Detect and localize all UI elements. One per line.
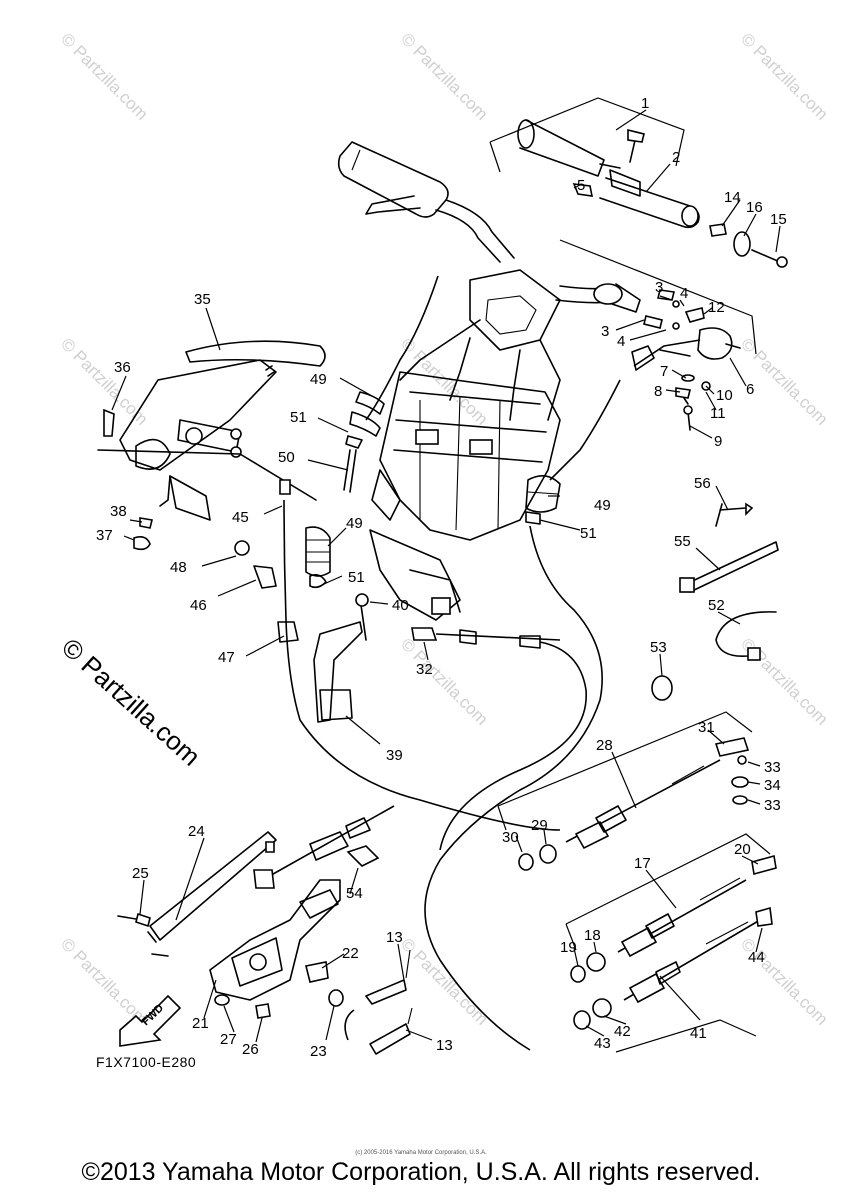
watermark: © Partzilla.com	[397, 934, 491, 1028]
callout-label: 29	[531, 817, 548, 834]
leader-lines	[111, 109, 781, 1043]
steering-housing	[369, 371, 561, 621]
callout-label: 39	[386, 747, 403, 764]
callout-label: 46	[190, 597, 207, 614]
callout-label: 34	[764, 777, 781, 794]
callout-label: 23	[310, 1043, 327, 1060]
callout-label: 3	[601, 323, 609, 340]
side-parts-52-56	[651, 502, 779, 701]
watermark: © Partzilla.com	[397, 634, 491, 728]
grip-parts	[517, 119, 788, 268]
callout-label: 11	[710, 405, 726, 422]
callout-label: 30	[502, 829, 519, 846]
callout-label: 43	[594, 1035, 611, 1052]
callout-label: 13	[436, 1037, 453, 1054]
callout-label: 33	[764, 797, 781, 814]
callout-label: 37	[96, 527, 113, 544]
callout-label: 3	[655, 279, 663, 296]
small-copyright-text: (c) 2005-2016 Yamaha Motor Corporation, …	[355, 1150, 487, 1156]
callout-label: 44	[748, 949, 765, 966]
callout-label: 51	[580, 525, 597, 542]
handlebar-assembly	[337, 141, 641, 421]
callout-label: 15	[770, 211, 787, 228]
callout-label: 28	[596, 737, 613, 754]
callout-label: 1	[641, 95, 649, 112]
callout-label: 52	[708, 597, 725, 614]
callout-label: 54	[346, 885, 363, 902]
callout-label: 55	[674, 533, 691, 550]
callout-label: 45	[232, 509, 249, 526]
figure-code: F1X7100-E280	[96, 1054, 197, 1070]
callout-label: 7	[660, 363, 668, 380]
callout-label: 32	[416, 661, 433, 678]
left-cables	[234, 275, 561, 831]
watermark-layer: © Partzilla.com © Partzilla.com © Partzi…	[56, 29, 832, 1028]
callout-label: 49	[594, 497, 611, 514]
callout-label: 22	[342, 945, 359, 962]
callout-label: 49	[310, 371, 327, 388]
callout-label: 17	[634, 855, 651, 872]
callout-label: 31	[698, 719, 715, 736]
callout-label: 4	[680, 285, 688, 302]
callout-label: 51	[290, 409, 307, 426]
callout-label: 20	[734, 841, 751, 858]
callout-label: 13	[386, 929, 403, 946]
callout-label: 33	[764, 759, 781, 776]
callout-label: 24	[188, 823, 205, 840]
callout-label: 26	[242, 1041, 259, 1058]
callout-label: 49	[346, 515, 363, 532]
callout-label: 25	[132, 865, 149, 882]
throttle-parts	[631, 289, 741, 431]
right-cables	[411, 379, 621, 1051]
callout-numbers: 1 2 3 3 4 4 5 6 7 8 9 10 11 12 13 13 14 …	[96, 95, 787, 1060]
callout-label: 50	[278, 449, 295, 466]
callout-label: 21	[192, 1015, 209, 1032]
watermark: © Partzilla.com	[57, 934, 151, 1028]
group-brackets	[489, 97, 771, 1053]
callout-label: 2	[672, 149, 680, 166]
callout-label: 53	[650, 639, 667, 656]
callout-label: 40	[392, 597, 409, 614]
callout-label: 18	[584, 927, 601, 944]
lower-assembly: FWD	[117, 805, 413, 1055]
callout-label: 27	[220, 1031, 237, 1048]
callout-label: 35	[194, 291, 211, 308]
callout-label: 5	[577, 177, 585, 194]
callout-label: 51	[348, 569, 365, 586]
callout-label: 12	[708, 299, 725, 316]
callout-label: 38	[110, 503, 127, 520]
callout-label: 8	[654, 383, 662, 400]
bracket-35-38	[97, 340, 326, 551]
callout-label: 36	[114, 359, 131, 376]
callout-label: 19	[560, 939, 577, 956]
copyright-text: ©2013 Yamaha Motor Corporation, U.S.A. A…	[81, 1158, 761, 1186]
watermark-large: © Partzilla.com	[56, 632, 206, 772]
callout-label: 16	[746, 199, 763, 216]
callout-label: 48	[170, 559, 187, 576]
callout-label: 9	[714, 433, 722, 450]
callout-label: 6	[746, 381, 754, 398]
watermark: © Partzilla.com	[397, 29, 491, 123]
callout-label: 10	[716, 387, 733, 404]
callout-label: 4	[617, 333, 625, 350]
callout-label: 56	[694, 475, 711, 492]
watermark: © Partzilla.com	[737, 29, 831, 123]
control-cables	[518, 737, 777, 1030]
callout-label: 41	[690, 1025, 707, 1042]
callout-label: 42	[614, 1023, 631, 1040]
callout-label: 14	[724, 189, 741, 206]
watermark: © Partzilla.com	[57, 29, 151, 123]
callout-label: 47	[218, 649, 235, 666]
watermark: © Partzilla.com	[397, 334, 491, 428]
